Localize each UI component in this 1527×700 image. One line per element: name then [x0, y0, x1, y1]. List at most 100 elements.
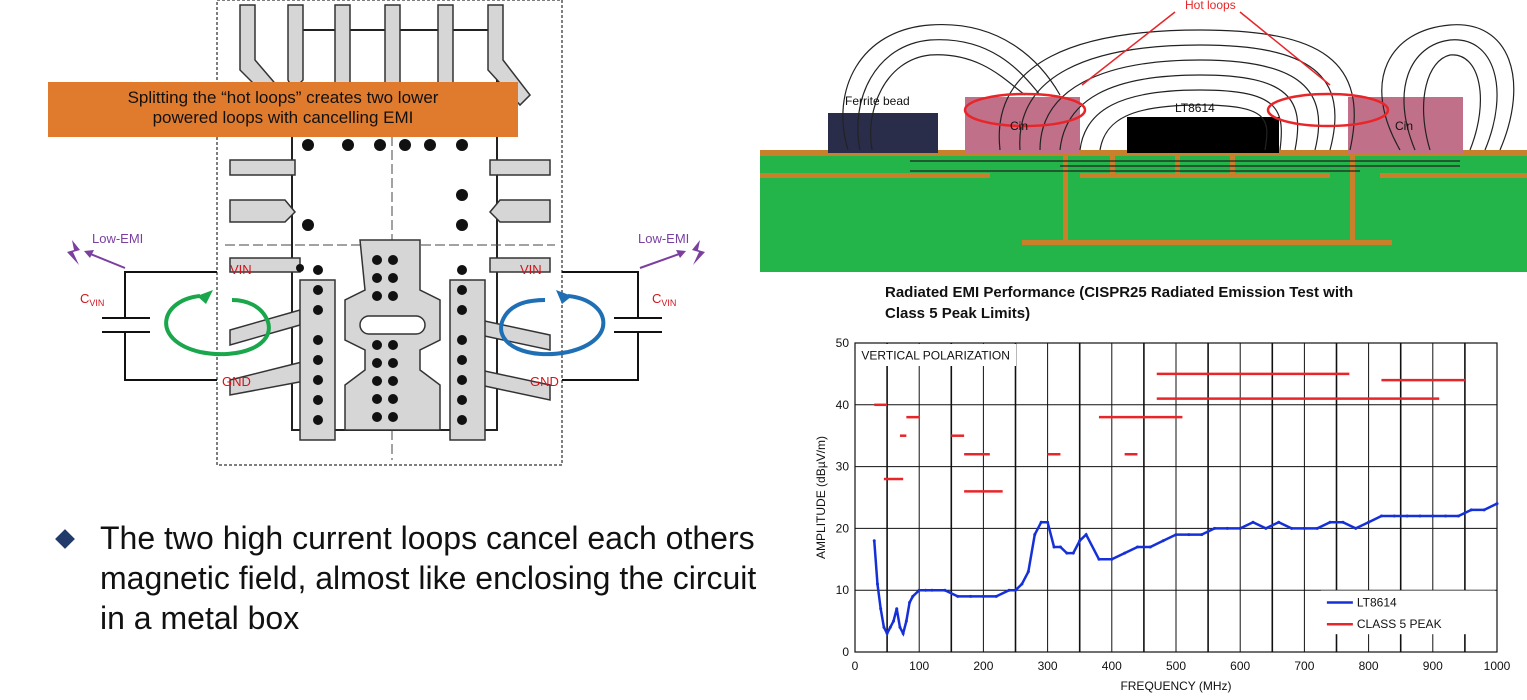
- series-point: [1418, 514, 1422, 518]
- series-point: [872, 539, 876, 543]
- callout-line-2: powered loops with cancelling EMI: [152, 108, 414, 127]
- right-gnd-pad: [449, 279, 486, 441]
- series-point: [1065, 551, 1069, 555]
- series-point: [1200, 533, 1204, 537]
- lightning-bolt-icon: [67, 240, 80, 265]
- legend-label: LT8614: [1357, 596, 1397, 610]
- plot-border: [854, 342, 1498, 653]
- series-point: [882, 625, 886, 629]
- series-point: [1213, 526, 1217, 530]
- series-point: [1071, 551, 1075, 555]
- series-point: [1495, 502, 1499, 506]
- ferrite-bead-label: Ferrite bead: [845, 94, 910, 108]
- magnetic-field-lines: [842, 24, 1515, 172]
- series-point: [1078, 539, 1082, 543]
- series-point: [1020, 582, 1024, 586]
- pcb-board: [760, 152, 1527, 272]
- series-point: [1097, 557, 1101, 561]
- y-tick-label: 0: [842, 645, 849, 659]
- callout-line-1: Splitting the “hot loops” creates two lo…: [127, 88, 439, 107]
- series-point: [1277, 520, 1281, 524]
- green-loop-arrow: [197, 290, 213, 304]
- series-point: [1174, 533, 1178, 537]
- series-point: [904, 619, 908, 623]
- series-point: [943, 588, 947, 592]
- y-axis-label: AMPLITUDE (dBµV/m): [814, 436, 828, 559]
- series-point: [888, 625, 892, 629]
- series-point: [1379, 514, 1383, 518]
- series-point: [1225, 526, 1229, 530]
- series-point: [1110, 557, 1114, 561]
- x-tick-label: 0: [852, 659, 859, 673]
- series-point: [1014, 588, 1017, 592]
- cvin-label-right: CVIN: [652, 291, 676, 308]
- bullet-text: The two high current loops cancel each o…: [100, 520, 757, 636]
- series-line: [873, 502, 1498, 637]
- pcb-cross-section: Hot loops Ferrite bead Cin Cin LT8614: [760, 0, 1527, 272]
- hot-loop-ellipse-right: [1266, 92, 1390, 128]
- series-point: [898, 625, 902, 629]
- y-tick-label: 50: [836, 336, 850, 350]
- series-point: [1302, 526, 1306, 530]
- annotation-background: [856, 344, 1016, 366]
- y-tick-label: 30: [836, 460, 850, 474]
- cvin-label-left: CVIN: [80, 291, 104, 308]
- gnd-label-right: GND: [530, 374, 559, 389]
- series-point: [1026, 570, 1030, 574]
- emi-chart: Radiated EMI Performance (CISPR25 Radiat…: [814, 284, 1511, 693]
- series-point: [1456, 514, 1460, 518]
- y-tick-label: 20: [836, 521, 850, 535]
- right-cvin-circuit: [562, 271, 662, 381]
- series-point: [1251, 520, 1255, 524]
- x-tick-label: 600: [1230, 659, 1250, 673]
- series-point: [1033, 533, 1037, 537]
- cin-right: [1348, 97, 1463, 153]
- series-point: [901, 631, 905, 635]
- series-point: [1052, 545, 1056, 549]
- series-point: [1007, 588, 1011, 592]
- series-point: [1039, 520, 1043, 524]
- hot-loop-ellipse-left: [963, 92, 1087, 128]
- right-pins: [479, 159, 551, 401]
- low-emi-label-right: Low-EMI: [638, 231, 689, 246]
- series-point: [981, 594, 985, 598]
- hot-loop-callout: Splitting the “hot loops” creates two lo…: [48, 82, 518, 137]
- series-point: [1315, 526, 1319, 530]
- series-point: [1482, 508, 1486, 512]
- series-point: [1341, 520, 1345, 524]
- lt8614-label: LT8614: [1175, 101, 1215, 115]
- series-point: [1046, 520, 1050, 524]
- blue-current-loop: [499, 294, 606, 357]
- vias: [296, 139, 468, 425]
- ferrite-bead: [828, 113, 938, 153]
- vin-label-left: VIN: [230, 262, 252, 277]
- x-axis-label: FREQUENCY (MHz): [1120, 679, 1231, 693]
- series-point: [1084, 533, 1088, 537]
- cin-left-label: Cin: [1010, 119, 1028, 133]
- inner-plane: [1022, 240, 1392, 245]
- series-point: [1187, 533, 1191, 537]
- series-point: [924, 588, 928, 592]
- left-pins: [229, 159, 311, 396]
- x-tick-label: 500: [1166, 659, 1186, 673]
- cin-right-label: Cin: [1395, 119, 1413, 133]
- green-current-loop: [164, 294, 271, 357]
- hot-loops-pointer-left: [1081, 11, 1176, 86]
- chart-title-line-1: Radiated EMI Performance (CISPR25 Radiat…: [885, 284, 1353, 301]
- x-tick-label: 800: [1359, 659, 1379, 673]
- hot-loops-pointer-right: [1239, 11, 1331, 86]
- series-point: [1469, 508, 1473, 512]
- series-point: [917, 588, 921, 592]
- series-point: [1367, 520, 1371, 524]
- series-point: [879, 607, 883, 611]
- series-point: [1135, 545, 1139, 549]
- series-point: [1058, 545, 1062, 549]
- series-point: [892, 619, 896, 623]
- series-point: [1161, 539, 1165, 543]
- exposed-pad: [344, 239, 441, 431]
- y-tick-label: 10: [836, 583, 850, 597]
- series-point: [1328, 520, 1332, 524]
- lt8614-chip: [1127, 117, 1279, 153]
- series-point: [1354, 526, 1358, 530]
- x-tick-label: 300: [1038, 659, 1058, 673]
